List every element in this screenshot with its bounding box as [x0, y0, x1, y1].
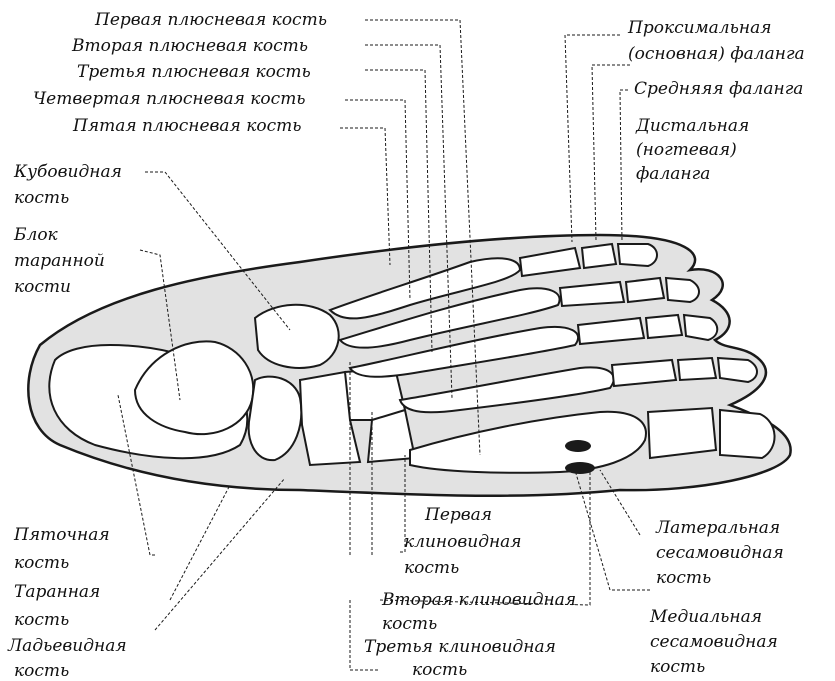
- label-distal-2: (ногтевая): [636, 140, 737, 160]
- label-cuboid-2: кость: [14, 188, 69, 208]
- label-distal-1: Дистальная: [636, 116, 749, 136]
- label-cuboid-1: Кубовидная: [14, 162, 122, 182]
- label-lateral-sesamoid-2: сесамовидная: [656, 543, 784, 563]
- label-calcaneus-1: Пяточная: [14, 525, 110, 545]
- label-proximal-2: (основная) фаланга: [628, 44, 805, 64]
- toe-1-phalanges: [648, 408, 775, 458]
- label-medial-sesamoid-3: кость: [650, 657, 705, 677]
- label-fifth-metatarsal: Пятая плюсневая кость: [73, 116, 302, 136]
- lateral-sesamoid-bone: [565, 440, 591, 452]
- label-first-cuneiform-3: кость: [404, 558, 459, 578]
- label-navicular-1: Ладьевидная: [8, 636, 127, 656]
- label-second-metatarsal: Вторая плюсневая кость: [72, 36, 308, 56]
- label-medial-sesamoid-2: сесамовидная: [650, 632, 778, 652]
- label-navicular-2: кость: [14, 661, 69, 681]
- label-medial-sesamoid-1: Медиальная: [650, 607, 762, 627]
- cuneiform-bones: [300, 368, 415, 465]
- label-second-cuneiform-2: кость: [382, 614, 437, 634]
- label-third-cuneiform-1: Третья клиновидная: [364, 637, 556, 657]
- label-middle-phalanx: Средняяя фаланга: [634, 79, 803, 99]
- label-trochlea-3: кости: [14, 277, 71, 297]
- label-trochlea-2: таранной: [14, 251, 105, 271]
- label-third-metatarsal: Третья плюсневая кость: [77, 62, 311, 82]
- label-first-cuneiform-2: клиновидная: [404, 532, 522, 552]
- label-distal-3: фаланга: [636, 164, 710, 184]
- label-fourth-metatarsal: Четвертая плюсневая кость: [33, 89, 306, 109]
- label-proximal-1: Проксимальная: [628, 18, 771, 38]
- label-third-cuneiform-2: кость: [412, 660, 467, 680]
- label-trochlea-1: Блок: [14, 225, 58, 245]
- label-talus-1: Таранная: [14, 582, 100, 602]
- label-talus-2: кость: [14, 610, 69, 630]
- label-second-cuneiform-1: Вторая клиновидная: [382, 590, 576, 610]
- label-lateral-sesamoid-3: кость: [656, 568, 711, 588]
- label-calcaneus-2: кость: [14, 553, 69, 573]
- label-first-cuneiform-1: Первая: [425, 505, 492, 525]
- cuboid-bone: [255, 305, 339, 368]
- label-first-metatarsal: Первая плюсневая кость: [95, 10, 327, 30]
- label-lateral-sesamoid-1: Латеральная: [656, 518, 780, 538]
